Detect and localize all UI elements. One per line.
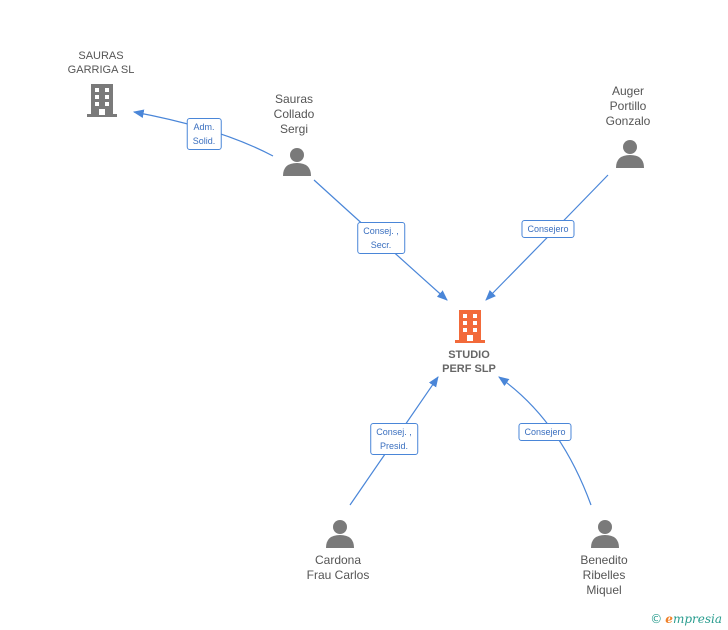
node-label-line: Auger [611, 84, 645, 98]
node-label-line: PERF SLP [442, 363, 496, 375]
brand-rest: mpresia [672, 612, 722, 626]
empresia-logo[interactable]: ©empresia [650, 612, 722, 626]
node-label-line: Gonzalo [605, 114, 651, 128]
edge-label-line: Consejero [527, 224, 569, 234]
edge-label-consejero-benedito: Consejero [518, 423, 572, 441]
node-label-line: SAURAS [78, 50, 124, 62]
brand-e: e [665, 612, 673, 626]
node-label-line: Sauras [274, 92, 314, 106]
edge-benedito-to-studio [498, 376, 592, 506]
node-label-line: Frau Carlos [306, 568, 370, 582]
person-icon[interactable] [326, 520, 354, 548]
node-sauras-garriga-label[interactable]: SAURAS GARRIGA SL [68, 49, 135, 77]
copyright-icon: © [650, 612, 663, 626]
node-label-line: Ribelles [582, 568, 626, 582]
node-label-line: Sergi [279, 122, 309, 136]
edge-label-consejero-auger: Consejero [521, 220, 575, 238]
edge-label-line: Presid. [379, 441, 408, 451]
building-icon[interactable] [87, 84, 117, 117]
node-label-line: STUDIO [448, 349, 490, 361]
edge-label-line: Consejero [524, 427, 566, 437]
edge-label-line: Consej. , [376, 427, 412, 437]
edge-label-line: Adm. [193, 122, 215, 132]
person-icon[interactable] [283, 148, 311, 176]
edge-label-line: Consej. , [363, 226, 399, 236]
node-label-line: Benedito [580, 553, 628, 567]
node-label-line: Cardona [314, 553, 362, 567]
edge-label-consej-secr: Consej. , Secr. [357, 222, 405, 254]
node-label-line: Portillo [609, 99, 647, 113]
node-label-line: Miquel [586, 583, 622, 597]
node-cardona-label[interactable]: Cardona Frau Carlos [307, 553, 370, 583]
node-label-line: Collado [273, 107, 315, 121]
person-icon[interactable] [591, 520, 619, 548]
building-icon[interactable] [455, 310, 485, 343]
edge-label-line: Secr. [370, 240, 392, 250]
node-label-line: GARRIGA SL [67, 64, 135, 76]
edge-auger-to-studio [485, 174, 609, 301]
node-studio-label[interactable]: STUDIO PERF SLP [442, 348, 496, 376]
node-sauras-collado-label[interactable]: Sauras Collado Sergi [274, 92, 315, 137]
edge-label-adm-solid: Adm. Solid. [186, 118, 222, 150]
person-icon[interactable] [616, 140, 644, 168]
edge-label-line: Solid. [192, 136, 216, 146]
edge-label-consej-presid: Consej. , Presid. [370, 423, 418, 455]
node-benedito-label[interactable]: Benedito Ribelles Miquel [580, 553, 627, 598]
node-auger-label[interactable]: Auger Portillo Gonzalo [606, 84, 651, 129]
